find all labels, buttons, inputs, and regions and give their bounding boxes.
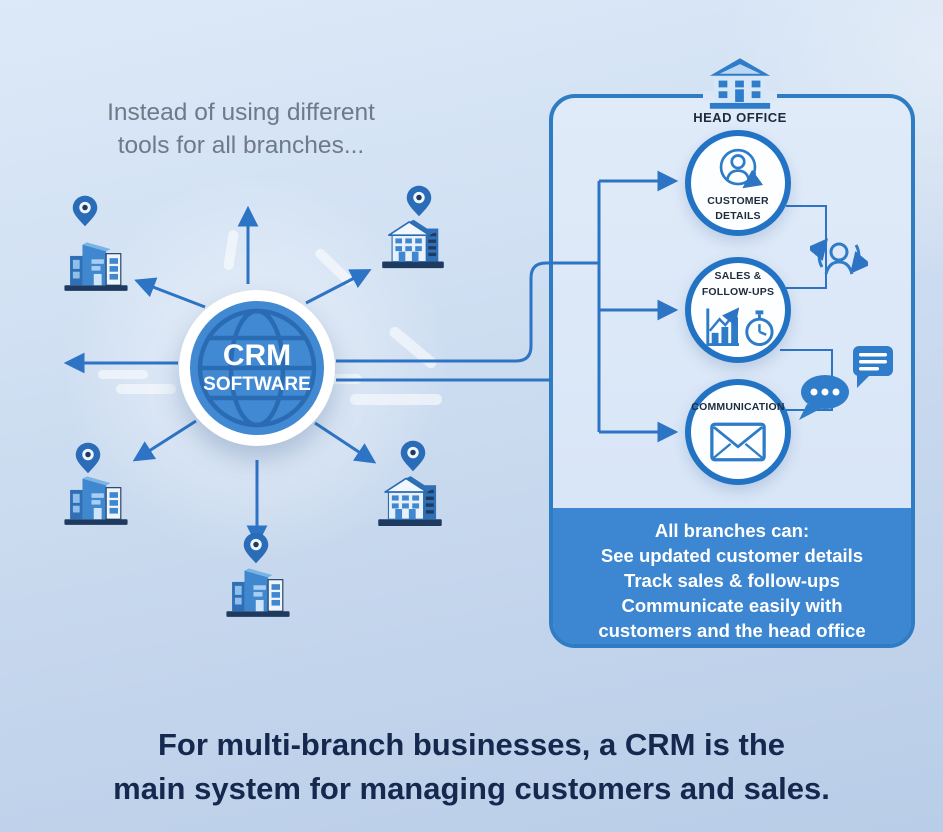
node-communication: COMMUNICATION [685,379,791,485]
node-label: DETAILS [715,210,761,222]
person-sync-icon [810,238,868,275]
node-label: CUSTOMER [707,194,769,207]
bottom-caption: For multi-branch businesses, a CRM is th… [0,723,943,811]
intro-line-1: Instead of using different [107,99,375,126]
envelope-icon [710,422,766,461]
location-pin-icon [400,440,426,472]
node-sales-followups: SALES & FOLLOW-UPS [685,257,791,363]
chart-stopwatch-icon [706,307,774,346]
decor-streak [350,394,442,405]
intro-headline: Instead of using different tools for all… [86,97,396,163]
chat-bubbles-icon [799,346,893,420]
caption-line-2: main system for managing customers and s… [113,771,830,807]
intro-line-2: tools for all branches... [117,131,365,159]
globe-icon: CRM SOFTWARE [190,301,324,435]
node-label: FOLLOW-UPS [701,285,775,298]
location-pin-icon [72,195,98,227]
hub-title: CRM [223,339,291,372]
node-customer-details: CUSTOMER DETAILS [685,130,791,236]
decor-streak [98,370,148,379]
branch-building-house [377,475,443,527]
branch-building-office [63,241,129,292]
hub-subtitle: SOFTWARE [203,374,311,395]
decor-streak [116,384,176,394]
benefit-line: See updated customer details [600,545,864,566]
location-pin-icon [243,532,269,564]
location-pin-icon [75,442,101,474]
customer-sync-icon [719,148,763,189]
benefits-box: All branches can: See updated customer d… [553,508,911,644]
benefit-line: customers and the head office [598,620,866,641]
benefits-heading: All branches can: [654,520,810,541]
crm-hub: CRM SOFTWARE [179,290,335,446]
caption-line-1: For multi-branch businesses, a CRM is th… [157,727,785,762]
head-office-icon [709,58,771,109]
node-label: COMMUNICATION [691,401,785,414]
head-office-label: HEAD OFFICE [693,110,787,125]
location-pin-icon [406,185,432,217]
branch-building-office [225,567,291,618]
benefit-line: Communicate easily with [621,595,843,616]
benefit-line: Track sales & follow-ups [624,570,840,591]
node-label: SALES & [714,270,762,283]
